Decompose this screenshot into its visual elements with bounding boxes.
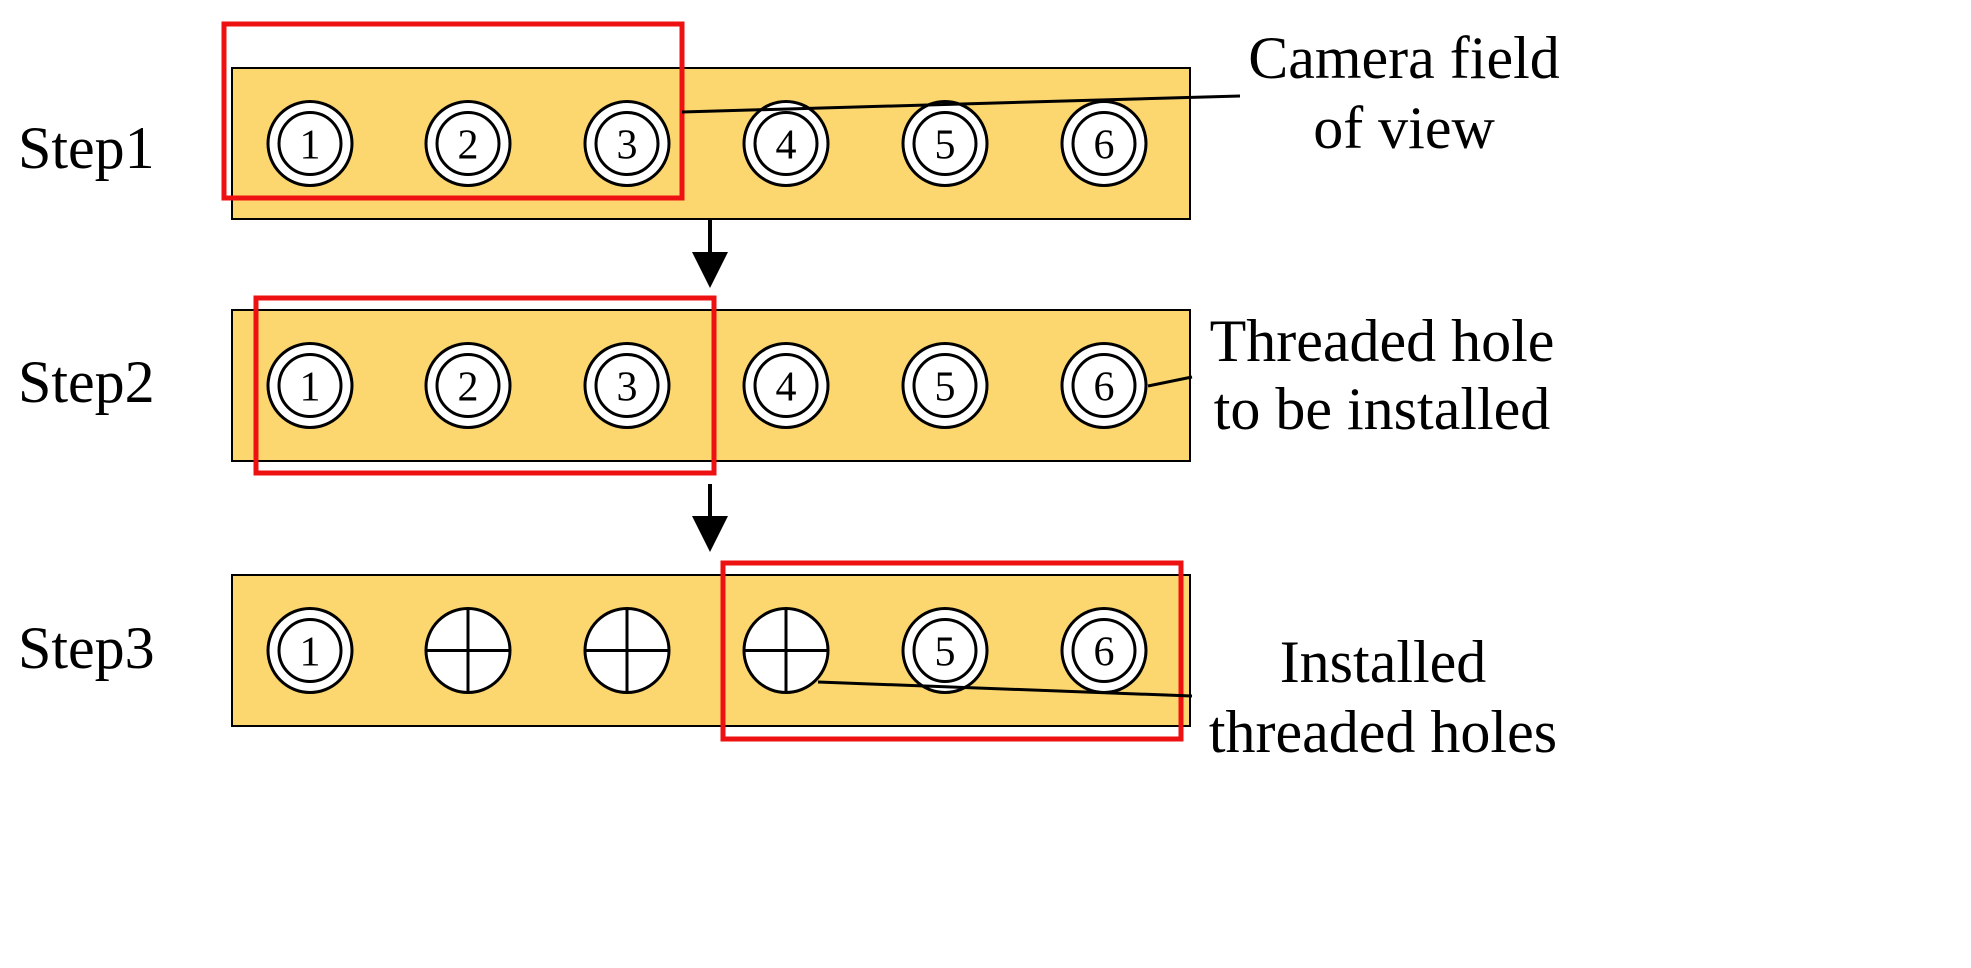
hole-number: 5	[935, 365, 956, 411]
hole-number: 5	[935, 123, 956, 169]
hole-number: 5	[935, 630, 956, 676]
step3-hole-6: 6	[1060, 607, 1148, 694]
step2-hole-3: 3	[583, 342, 671, 429]
step2-hole-1: 1	[266, 342, 354, 429]
arrow-step2-to-step3	[692, 484, 728, 552]
step2-hole-5: 5	[901, 342, 989, 429]
step3-label: Step3	[18, 615, 155, 681]
strips-layer	[231, 67, 1191, 727]
hole-number: 6	[1094, 365, 1115, 411]
hole-inner-ring	[594, 111, 660, 176]
hole-inner-ring	[1071, 353, 1137, 418]
step1-hole-1: 1	[266, 100, 354, 187]
hole-number: 4	[776, 123, 797, 169]
arrow-step1-to-step2	[692, 220, 728, 288]
camera-leader-line	[681, 94, 1241, 114]
step3-hole-1: 1	[266, 607, 354, 694]
step3-hole-5: 5	[901, 607, 989, 694]
hole-number: 6	[1094, 630, 1115, 676]
hole-inner-ring	[912, 618, 978, 683]
step2-strip	[231, 309, 1191, 462]
hole-inner-ring	[753, 353, 819, 418]
step3-camera-box	[720, 560, 1184, 742]
hole-inner-ring	[753, 111, 819, 176]
threaded-callout-line2: to be installed	[1214, 376, 1551, 442]
hole-inner-ring	[594, 353, 660, 418]
step2-hole-6: 6	[1060, 342, 1148, 429]
hole-number: 1	[300, 123, 321, 169]
hole-number: 2	[458, 365, 479, 411]
hole-inner-ring	[277, 618, 343, 683]
step3-hole-4-installed	[742, 607, 830, 694]
step2-camera-box	[253, 295, 717, 476]
step2-hole-2: 2	[424, 342, 512, 429]
installed-leader-line	[817, 680, 1193, 698]
threaded-callout-line1: Threaded hole	[1210, 308, 1555, 374]
hole-inner-ring	[435, 111, 501, 176]
step2-hole-4: 4	[742, 342, 830, 429]
installed-callout-line2: threaded holes	[1209, 699, 1557, 765]
hole-inner-ring	[435, 353, 501, 418]
step3-hole-3-installed	[583, 607, 671, 694]
threaded-leader-line	[1147, 375, 1193, 388]
step1-strip	[231, 67, 1191, 220]
hole-number: 4	[776, 365, 797, 411]
hole-inner-ring	[912, 353, 978, 418]
step1-hole-3: 3	[583, 100, 671, 187]
hole-number: 6	[1094, 123, 1115, 169]
camera-callout-line1: Camera field	[1248, 25, 1560, 91]
hole-inner-ring	[912, 111, 978, 176]
hole-inner-ring	[277, 353, 343, 418]
hole-number: 3	[617, 365, 638, 411]
step3-hole-2-installed	[424, 607, 512, 694]
installed-callout-line1: Installed	[1280, 629, 1487, 695]
step1-hole-6: 6	[1060, 100, 1148, 187]
holes-layer: 1 2 3 4 5 6 1 2 3 4 5 6 1 5 6	[266, 100, 1148, 694]
hole-inner-ring	[277, 111, 343, 176]
step1-hole-2: 2	[424, 100, 512, 187]
hole-number: 1	[300, 630, 321, 676]
hole-number: 3	[617, 123, 638, 169]
step3-strip	[231, 574, 1191, 727]
hole-inner-ring	[1071, 111, 1137, 176]
hole-inner-ring	[1071, 618, 1137, 683]
step2-label: Step2	[18, 349, 155, 415]
step1-label: Step1	[18, 115, 155, 181]
hole-number: 1	[300, 365, 321, 411]
camera-callout-line2: of view	[1313, 95, 1495, 161]
step1-hole-5: 5	[901, 100, 989, 187]
step1-hole-4: 4	[742, 100, 830, 187]
hole-number: 2	[458, 123, 479, 169]
